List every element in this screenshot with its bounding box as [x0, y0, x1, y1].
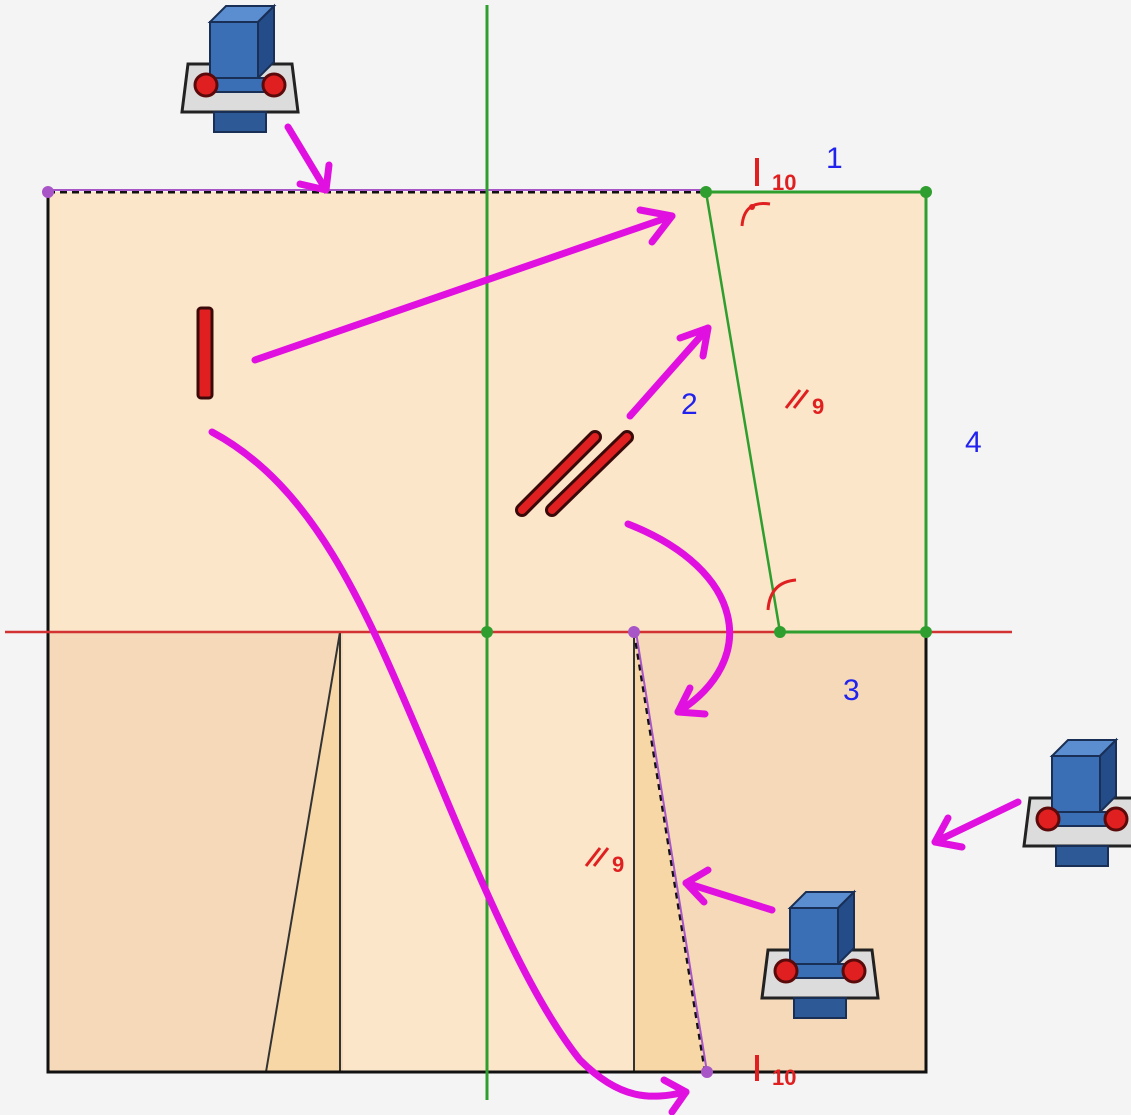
- point-flap-top-right[interactable]: [920, 186, 932, 198]
- flap-slant-edge: [704, 191, 782, 633]
- point-top-left[interactable]: [42, 186, 54, 198]
- region-label-1: 1: [826, 142, 843, 175]
- parallel-mark-bottom-label: 9: [612, 852, 624, 877]
- parallel-mark-bottom: 9: [584, 847, 624, 877]
- parallel-mark-right-label: 9: [812, 394, 824, 419]
- parallel-mark-right: 9: [784, 389, 824, 419]
- robot-camera-icon[interactable]: [180, 4, 300, 134]
- arrow-robot-to-lower-slant: [682, 866, 776, 914]
- arrow-parallel-to-slant: [626, 324, 712, 420]
- point-lower-slant-bottom[interactable]: [701, 1066, 713, 1078]
- perpendicular-mark-top-label: 10: [772, 170, 796, 195]
- arrows: [208, 123, 1022, 1115]
- point-flap-bottom-right[interactable]: [920, 626, 932, 638]
- arrow-robot-to-top-edge: [284, 123, 333, 194]
- arrow-perp-to-top: [251, 206, 676, 364]
- point-flap-bottom[interactable]: [774, 626, 786, 638]
- arrow-curve-to-region-3: [624, 520, 733, 718]
- perpendicular-mark-bottom: 10: [755, 1055, 796, 1090]
- arrow-robot-to-right-edge: [931, 798, 1022, 851]
- robot-camera-icon[interactable]: [1022, 738, 1131, 868]
- region-label-3: 3: [843, 674, 860, 707]
- region-label-2: 2: [681, 388, 698, 421]
- point-lower-slant-top[interactable]: [628, 626, 640, 638]
- angle-dot-top: [749, 204, 755, 210]
- perpendicular-mark-top: 10: [755, 158, 796, 195]
- point-flap-top[interactable]: [700, 186, 712, 198]
- lower-slant-segment: [635, 631, 708, 1073]
- point-axis-origin[interactable]: [481, 626, 493, 638]
- perpendicular-tool-icon[interactable]: [196, 306, 214, 400]
- region-label-4: 4: [965, 426, 982, 459]
- parallel-tool-icon[interactable]: [515, 430, 634, 517]
- lower-slant-segment-dashed: [632, 631, 707, 1073]
- perpendicular-mark-bottom-label: 10: [772, 1065, 796, 1090]
- folded-flap-outline: [706, 190, 928, 634]
- angle-arc-bottom: [766, 578, 797, 611]
- arrow-long-curve: [208, 428, 690, 1115]
